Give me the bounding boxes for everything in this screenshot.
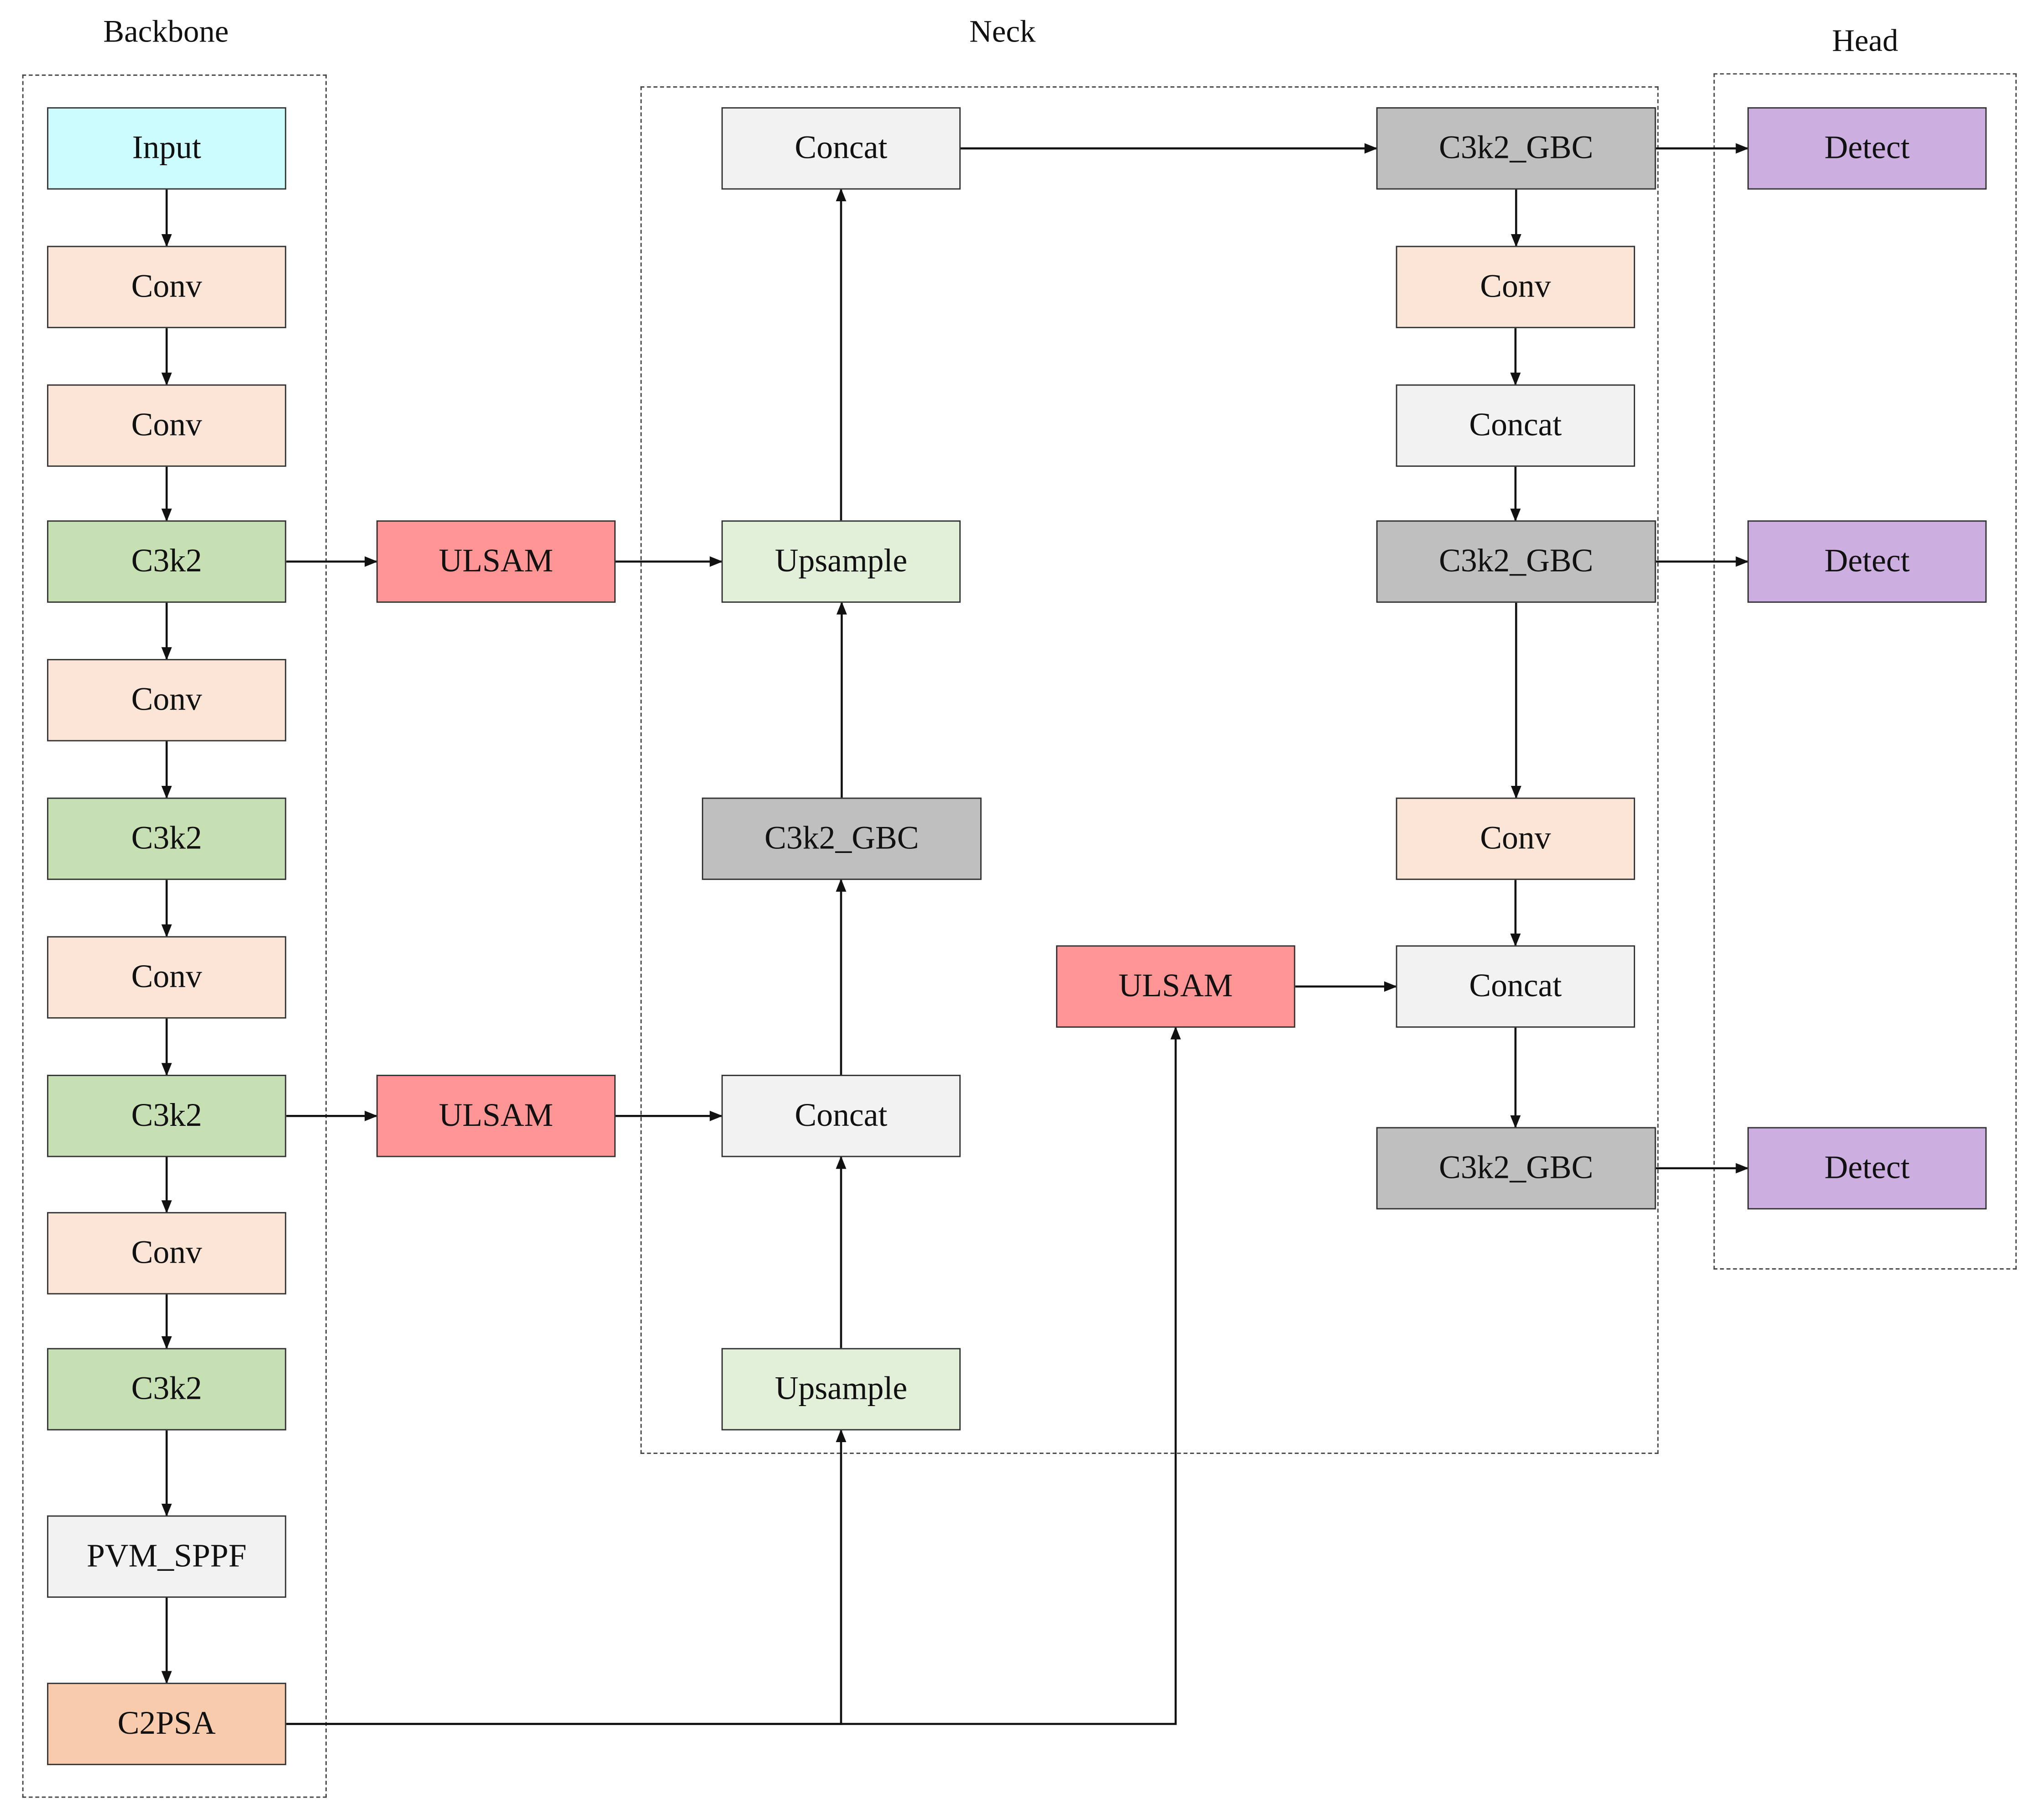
right-conv-block-1: Conv xyxy=(1396,246,1635,329)
detect-label-2: Detect xyxy=(1824,543,1910,579)
neck-concat-block-top: Concat xyxy=(721,107,961,190)
right-c3k2-gbc-block-1: C3k2_GBC xyxy=(1376,107,1656,190)
right-concat-label-1: Concat xyxy=(1469,407,1562,443)
backbone-group xyxy=(22,74,327,1798)
pvm-sppf-label: PVM_SPPF xyxy=(87,1538,247,1574)
neck-upsample-label-2: Upsample xyxy=(774,1370,908,1407)
neck-c3k2-gbc-label: C3k2_GBC xyxy=(764,820,919,856)
detect-block-2: Detect xyxy=(1747,520,1987,603)
backbone-conv-label-1: Conv xyxy=(131,268,202,304)
backbone-c3k2-label-2: C3k2 xyxy=(131,820,202,856)
neck-upsample-block-1: Upsample xyxy=(721,520,961,603)
backbone-conv-block-5: Conv xyxy=(47,1212,287,1295)
pvm-sppf-block: PVM_SPPF xyxy=(47,1515,287,1598)
right-c3k2-gbc-label-1: C3k2_GBC xyxy=(1439,130,1594,166)
right-concat-block-1: Concat xyxy=(1396,384,1635,467)
right-concat-label-2: Concat xyxy=(1469,968,1562,1004)
neck-upsample-label-1: Upsample xyxy=(774,543,908,579)
input-block: Input xyxy=(47,107,287,190)
input-label: Input xyxy=(132,130,201,166)
backbone-c3k2-label-1: C3k2 xyxy=(131,543,202,579)
right-conv-label-2: Conv xyxy=(1480,820,1551,856)
backbone-conv-label-2: Conv xyxy=(131,407,202,443)
right-c3k2-gbc-label-2: C3k2_GBC xyxy=(1439,543,1594,579)
detect-block-1: Detect xyxy=(1747,107,1987,190)
c2psa-label: C2PSA xyxy=(117,1705,216,1741)
neck-title: Neck xyxy=(969,16,1036,50)
ulsam-block-1: ULSAM xyxy=(376,520,616,603)
backbone-conv-block-3: Conv xyxy=(47,659,287,742)
detect-label-1: Detect xyxy=(1824,130,1910,166)
ulsam-label-3: ULSAM xyxy=(1118,968,1233,1004)
right-c3k2-gbc-block-2: C3k2_GBC xyxy=(1376,520,1656,603)
neck-group xyxy=(640,86,1659,1454)
detect-block-3: Detect xyxy=(1747,1127,1987,1210)
right-conv-label-1: Conv xyxy=(1480,268,1551,304)
backbone-c3k2-block-2: C3k2 xyxy=(47,797,287,880)
backbone-title: Backbone xyxy=(103,16,229,50)
edge-c2psa-to-n_upsample_2 xyxy=(286,1429,847,1725)
edge-c2psa-to-ulsam_3 xyxy=(286,1026,1181,1725)
head-title: Head xyxy=(1832,25,1898,59)
backbone-conv-label-3: Conv xyxy=(131,682,202,717)
backbone-c3k2-label-4: C3k2 xyxy=(131,1370,202,1407)
backbone-conv-label-5: Conv xyxy=(131,1234,202,1271)
neck-upsample-block-2: Upsample xyxy=(721,1348,961,1431)
backbone-conv-block-1: Conv xyxy=(47,246,287,329)
neck-concat-label-low: Concat xyxy=(795,1098,888,1133)
head-group xyxy=(1713,73,2017,1270)
neck-concat-block-low: Concat xyxy=(721,1075,961,1157)
c2psa-block: C2PSA xyxy=(47,1683,287,1765)
backbone-conv-block-2: Conv xyxy=(47,384,287,467)
ulsam-block-3: ULSAM xyxy=(1056,945,1296,1028)
backbone-c3k2-block-3: C3k2 xyxy=(47,1075,287,1157)
backbone-conv-label-4: Conv xyxy=(131,959,202,994)
backbone-c3k2-block-1: C3k2 xyxy=(47,520,287,603)
right-concat-block-2: Concat xyxy=(1396,945,1635,1028)
backbone-c3k2-label-3: C3k2 xyxy=(131,1098,202,1133)
right-c3k2-gbc-label-3: C3k2_GBC xyxy=(1439,1150,1594,1186)
right-c3k2-gbc-block-3: C3k2_GBC xyxy=(1376,1127,1656,1210)
neck-c3k2-gbc-block: C3k2_GBC xyxy=(701,797,982,880)
detect-label-3: Detect xyxy=(1824,1150,1910,1186)
backbone-conv-block-4: Conv xyxy=(47,936,287,1019)
ulsam-label-2: ULSAM xyxy=(439,1098,554,1133)
neck-concat-label-top: Concat xyxy=(795,130,888,166)
backbone-c3k2-block-4: C3k2 xyxy=(47,1348,287,1431)
right-conv-block-2: Conv xyxy=(1396,797,1635,880)
ulsam-label-1: ULSAM xyxy=(439,543,554,579)
ulsam-block-2: ULSAM xyxy=(376,1075,616,1157)
